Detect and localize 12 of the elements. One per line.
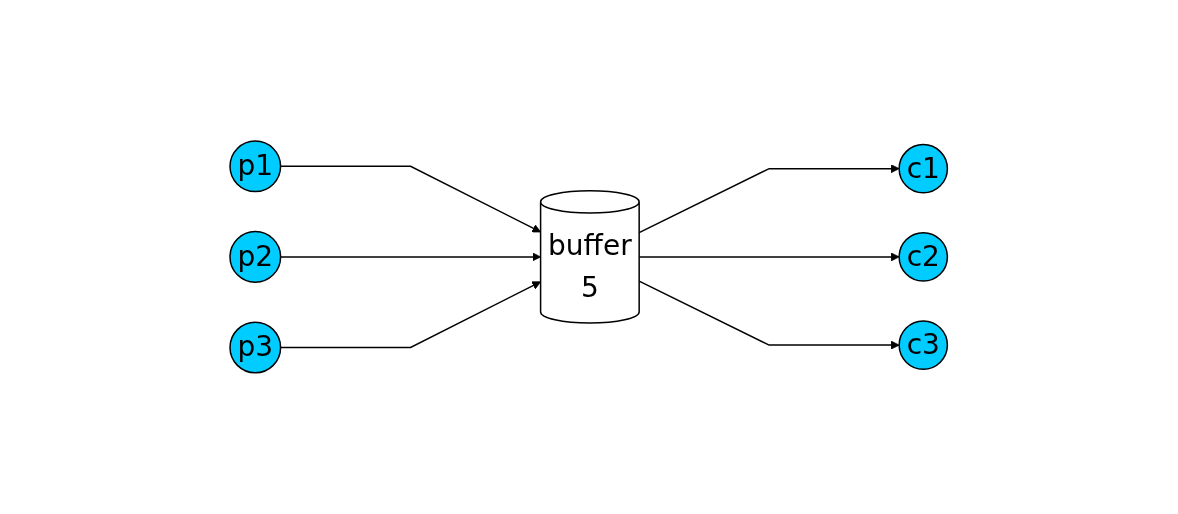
- node-circle: c3: [898, 320, 949, 371]
- arrow: [638, 164, 900, 234]
- node-circle: c2: [898, 232, 949, 282]
- arrow: [280, 165, 542, 233]
- node-circle: p1: [229, 140, 282, 193]
- node-circle: p3: [229, 321, 282, 374]
- node-circle: p2: [229, 230, 282, 284]
- arrow: [638, 280, 900, 350]
- arrow: [280, 252, 542, 262]
- arrow: [638, 252, 900, 262]
- node-circle: c1: [898, 143, 949, 194]
- arrow: [280, 281, 542, 349]
